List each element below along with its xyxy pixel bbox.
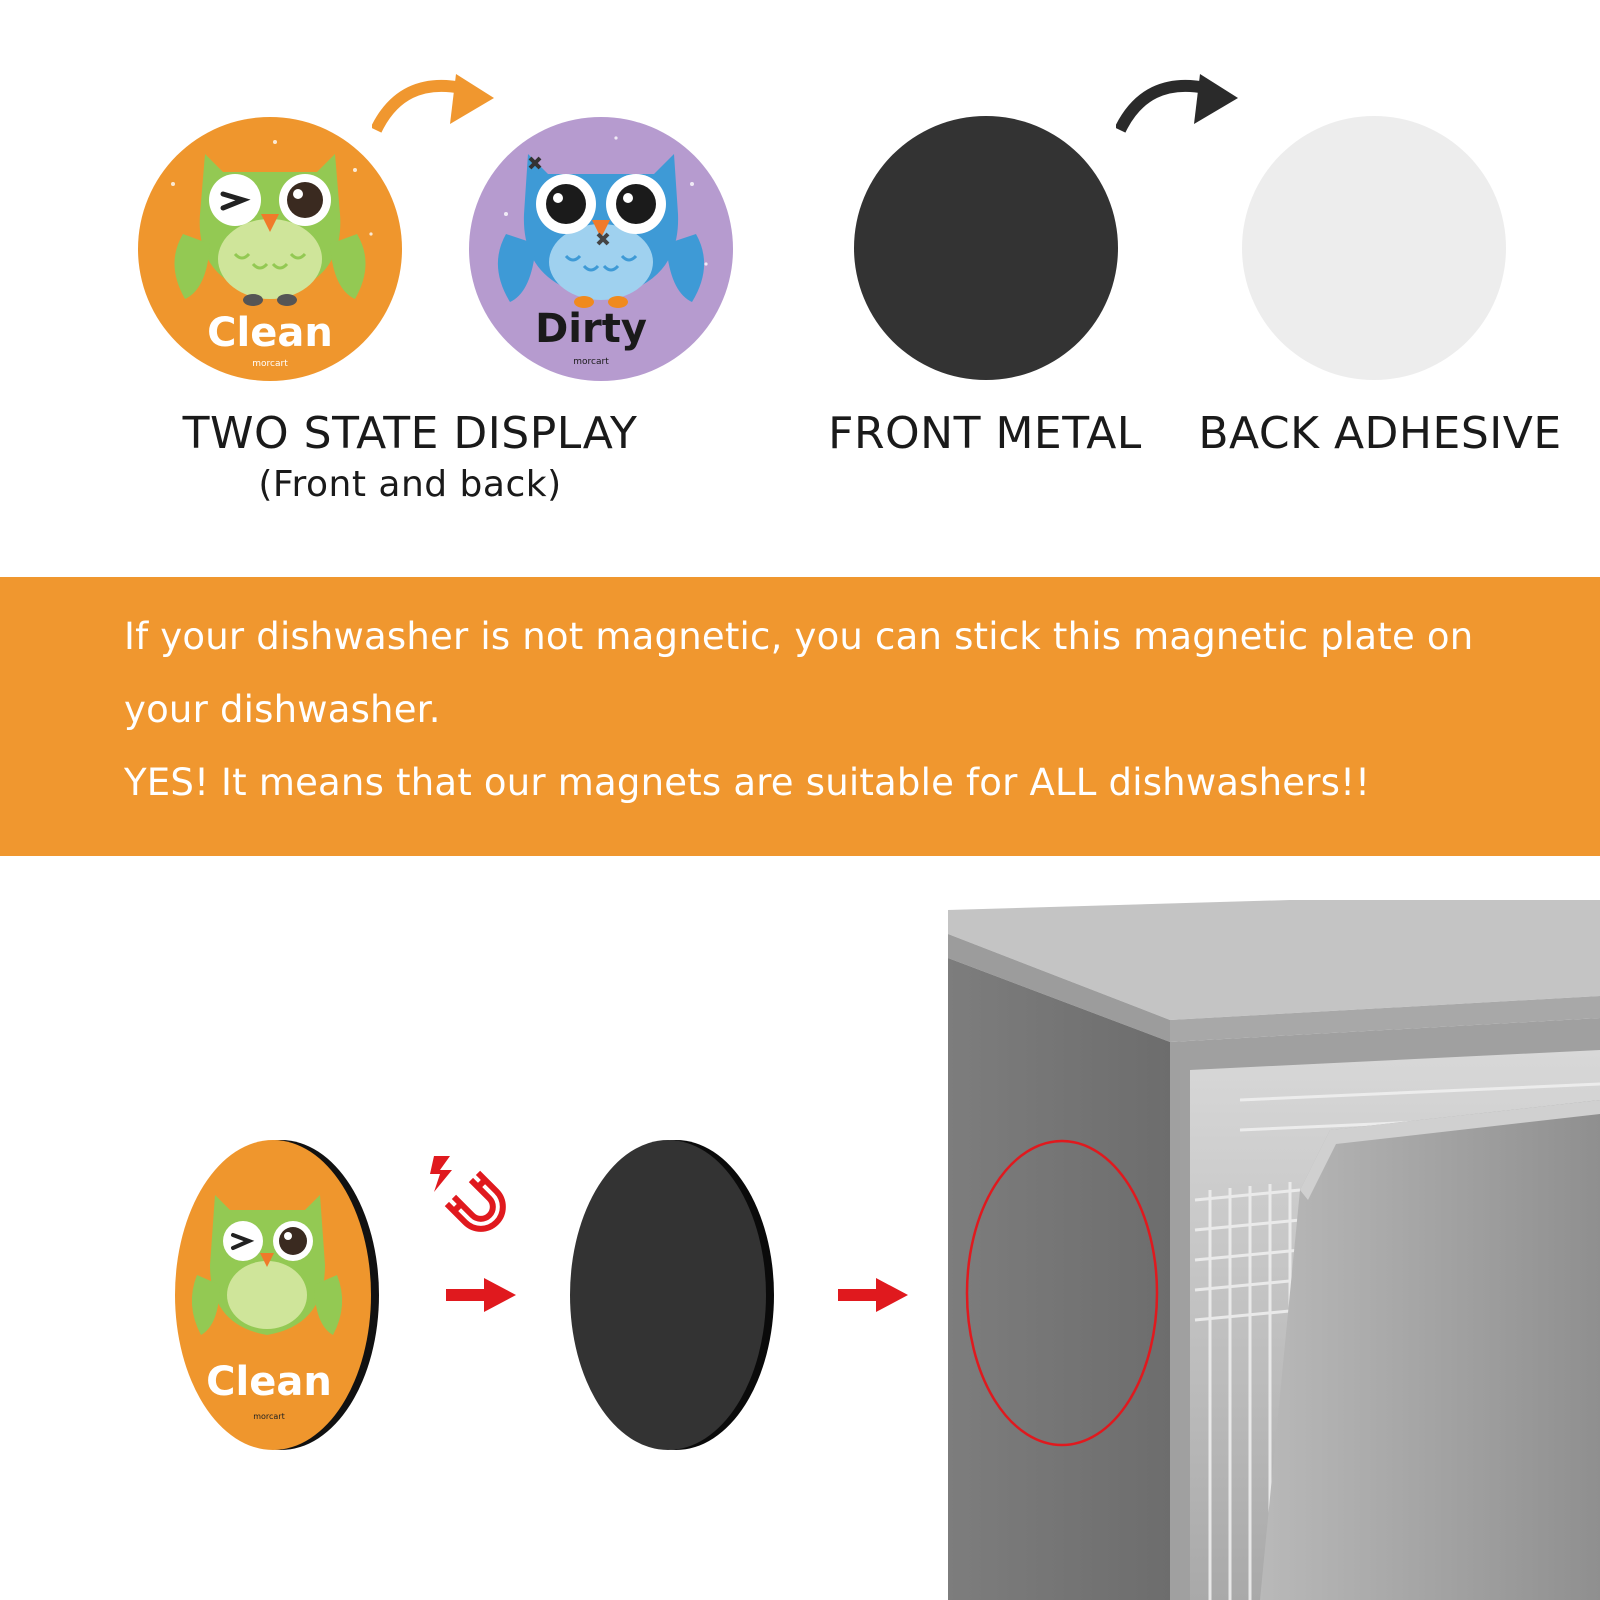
- green-owl-icon: [191, 1195, 343, 1335]
- dishwasher-image: [948, 900, 1600, 1600]
- magnet-icon: [430, 1156, 506, 1232]
- brand-label: morcart: [253, 1412, 285, 1421]
- curved-arrow-icon: [372, 74, 494, 133]
- curved-arrow-icon: [1116, 74, 1238, 133]
- caption-back-adhesive: BACK ADHESIVE: [1198, 408, 1562, 459]
- caption-two-state: TWO STATE DISPLAY: [182, 408, 638, 459]
- banner-line-2: your dishwasher.: [124, 688, 441, 731]
- clean-magnet-label: Clean: [206, 1359, 332, 1405]
- clean-badge: Clean morcart: [138, 117, 402, 381]
- banner-line-3: YES! It means that our magnets are suita…: [124, 761, 1371, 804]
- green-owl-icon: [174, 154, 366, 306]
- banner-line-1: If your dishwasher is not magnetic, you …: [124, 615, 1474, 658]
- brand-label: morcart: [573, 357, 609, 367]
- metal-plate: [570, 1140, 774, 1450]
- dirty-badge: Dirty morcart: [469, 117, 733, 381]
- clean-badge-label: Clean: [207, 310, 333, 356]
- blue-owl-icon: [497, 154, 705, 308]
- right-arrow-icon: [446, 1278, 516, 1312]
- caption-front-metal: FRONT METAL: [828, 408, 1142, 459]
- clean-magnet: Clean morcart: [175, 1140, 379, 1450]
- dirty-badge-label: Dirty: [535, 306, 647, 352]
- caption-two-state-sub: (Front and back): [258, 464, 562, 505]
- placement-highlight-circle: [965, 1139, 1159, 1447]
- back-adhesive-disc: [1242, 116, 1506, 380]
- info-banner: If your dishwasher is not magnetic, you …: [0, 577, 1600, 856]
- right-arrow-icon: [838, 1278, 908, 1312]
- brand-label: morcart: [252, 359, 288, 369]
- front-metal-disc: [854, 116, 1118, 380]
